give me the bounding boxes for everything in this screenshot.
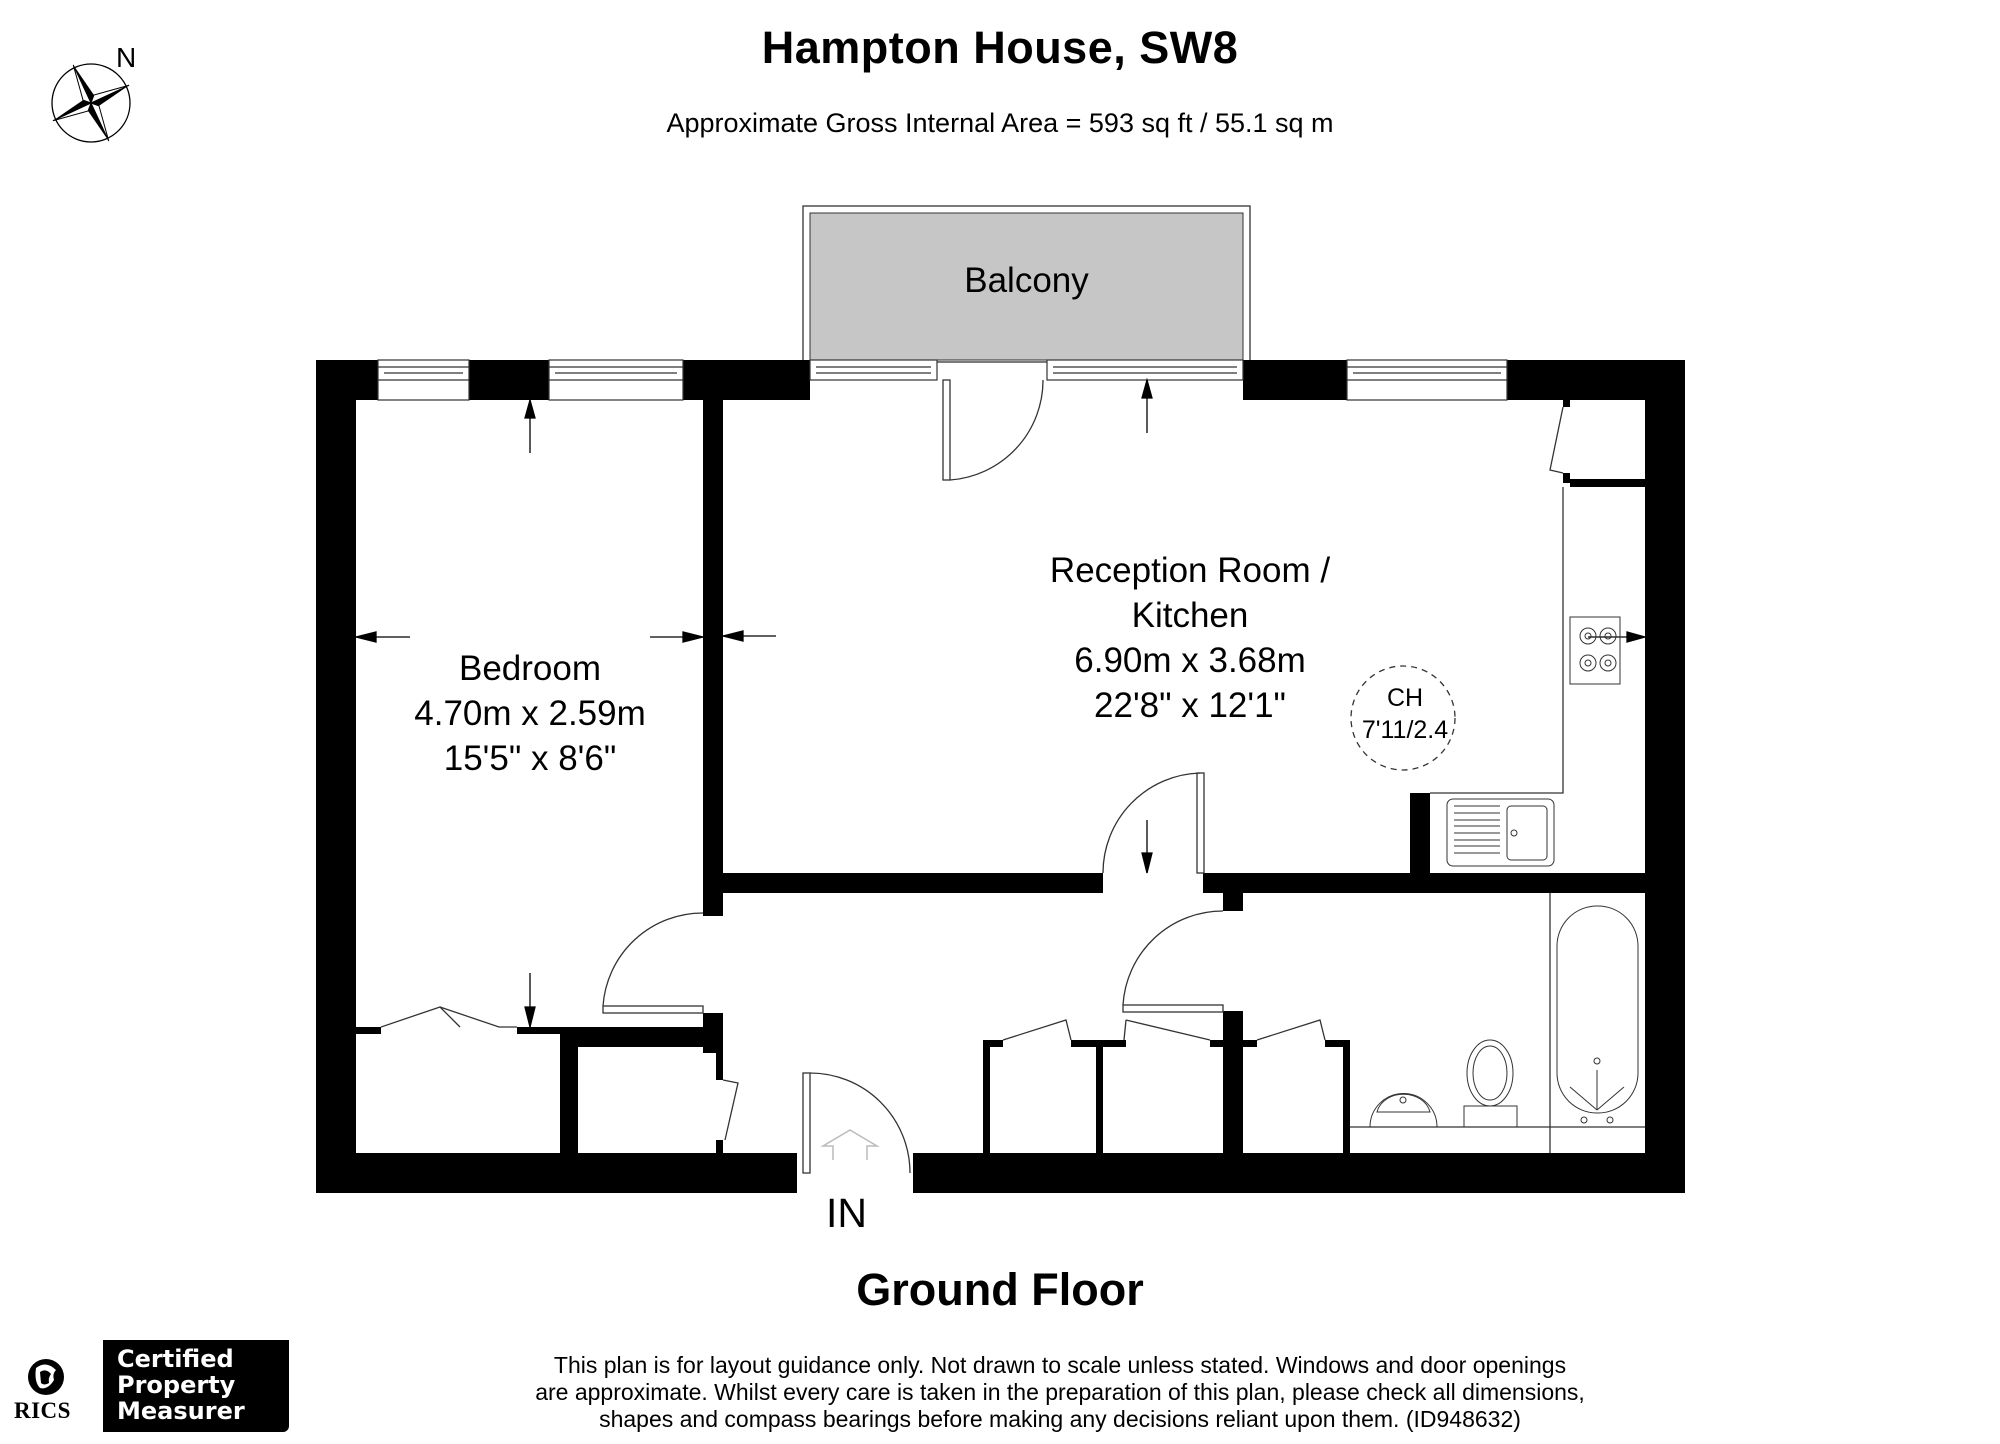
bedroom-metric: 4.70m x 2.59m	[414, 694, 646, 733]
disclaimer: This plan is for layout guidance only. N…	[440, 1352, 1680, 1433]
balcony-label: Balcony	[964, 261, 1089, 300]
badge-line-2: Property	[117, 1371, 236, 1399]
bedroom-name: Bedroom	[458, 649, 602, 688]
bath-icon	[1556, 905, 1639, 1124]
area-summary: Approximate Gross Internal Area = 593 sq…	[666, 108, 1334, 138]
walls	[316, 360, 1685, 1193]
reception-imperial: 22'8" x 12'1"	[1094, 686, 1286, 725]
reception-metric: 6.90m x 3.68m	[1074, 641, 1306, 680]
north-label: N	[116, 42, 137, 73]
rics-logo-text: RICS	[14, 1398, 71, 1423]
ceiling-height-value: 7'11/2.4	[1361, 716, 1449, 744]
entrance-arrow-icon	[820, 1129, 880, 1160]
disclaimer-line-2: are approximate. Whilst every care is ta…	[535, 1379, 1585, 1405]
ceiling-height-title: CH	[1386, 684, 1424, 712]
plan-title: Hampton House, SW8	[761, 22, 1239, 73]
disclaimer-line-1: This plan is for layout guidance only. N…	[553, 1352, 1567, 1378]
reception-name-line2: Kitchen	[1131, 596, 1249, 635]
balcony	[802, 205, 1251, 363]
ceiling-height-marker	[1350, 665, 1456, 771]
sink-icon	[1446, 798, 1555, 867]
compass-rose-icon	[51, 63, 131, 143]
certified-property-measurer-badge: Certified Property Measurer	[103, 1340, 289, 1432]
floor-label: Ground Floor	[856, 1264, 1144, 1315]
doors	[380, 379, 1645, 1174]
reception-name-line1: Reception Room /	[1049, 551, 1331, 590]
entrance-label: IN	[826, 1190, 867, 1236]
bedroom-label: Bedroom 4.70m x 2.59m 15'5" x 8'6"	[338, 646, 722, 781]
windows	[377, 359, 1508, 401]
bedroom-imperial: 15'5" x 8'6"	[443, 739, 617, 778]
dimension-arrows	[355, 377, 1648, 1028]
basin-icon	[1369, 1093, 1438, 1128]
hob-icon	[1569, 616, 1621, 685]
reception-label: Reception Room / Kitchen 6.90m x 3.68m 2…	[960, 548, 1420, 728]
ceiling-height-label: CH 7'11/2.4	[1347, 682, 1463, 746]
badge-line-1: Certified	[117, 1345, 234, 1373]
badge-line-3: Measurer	[117, 1397, 245, 1425]
toilet-icon	[1463, 1039, 1518, 1128]
rics-lion-icon	[28, 1359, 64, 1395]
disclaimer-line-3: shapes and compass bearings before makin…	[599, 1406, 1521, 1432]
